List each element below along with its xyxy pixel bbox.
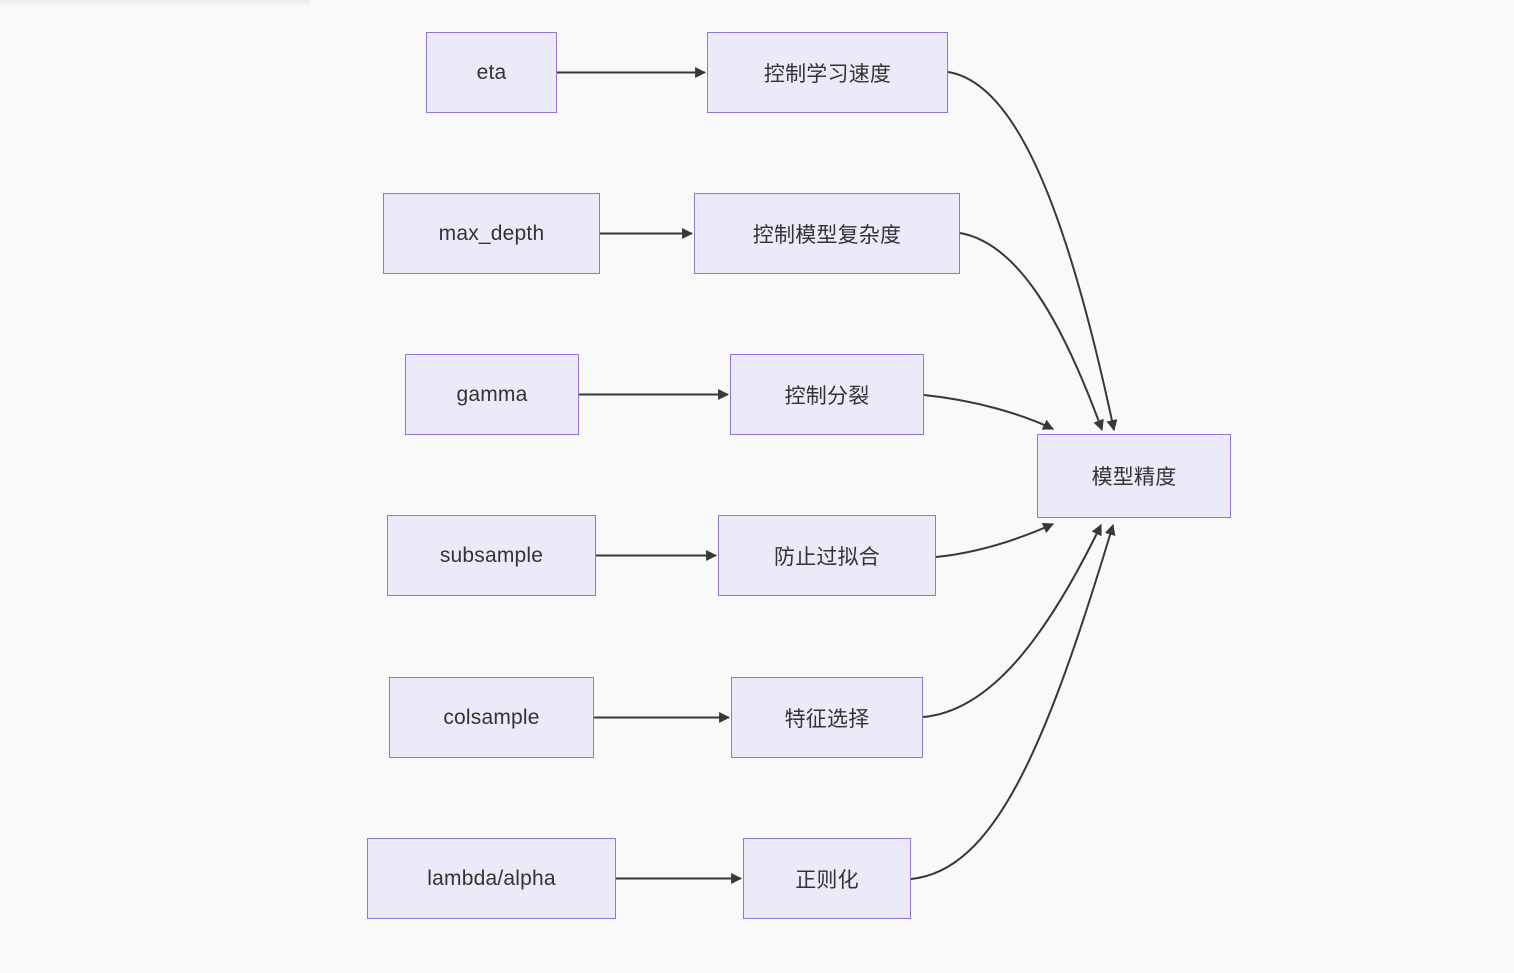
edge-overfit-to-accuracy	[935, 523, 1055, 558]
edge-learning-speed-to-accuracy	[947, 71, 1118, 432]
edge-split-to-accuracy	[923, 394, 1054, 430]
node-label: subsample	[439, 543, 544, 567]
node-prevent-overfitting: 防止过拟合	[718, 515, 936, 596]
node-label: eta	[476, 60, 507, 84]
node-colsample: colsample	[389, 677, 594, 758]
node-label: gamma	[456, 382, 528, 406]
edge-complexity-to-accuracy	[959, 232, 1104, 432]
node-label: 特征选择	[784, 707, 870, 731]
node-max-depth: max_depth	[383, 193, 600, 274]
node-control-learning-speed: 控制学习速度	[707, 32, 948, 113]
top-edge-artifact	[0, 0, 310, 7]
node-label: 控制模型复杂度	[752, 223, 902, 247]
node-label: 控制学习速度	[763, 62, 892, 86]
node-label: 防止过拟合	[774, 545, 880, 569]
node-eta: eta	[426, 32, 557, 113]
node-label: lambda/alpha	[427, 866, 556, 890]
node-control-split: 控制分裂	[730, 354, 924, 435]
node-label: max_depth	[438, 221, 545, 245]
node-label: 控制分裂	[784, 384, 870, 408]
node-model-accuracy: 模型精度	[1037, 434, 1231, 518]
node-lambda-alpha: lambda/alpha	[367, 838, 616, 919]
edge-feature-select-to-accuracy	[922, 524, 1102, 718]
node-label: colsample	[443, 705, 540, 729]
node-feature-selection: 特征选择	[731, 677, 923, 758]
node-subsample: subsample	[387, 515, 596, 596]
node-regularization: 正则化	[743, 838, 911, 919]
node-label: 模型精度	[1091, 466, 1177, 489]
edge-regularization-to-accuracy	[910, 523, 1116, 880]
node-gamma: gamma	[405, 354, 579, 435]
node-label: 正则化	[795, 868, 859, 892]
node-control-model-complexity: 控制模型复杂度	[694, 193, 960, 274]
